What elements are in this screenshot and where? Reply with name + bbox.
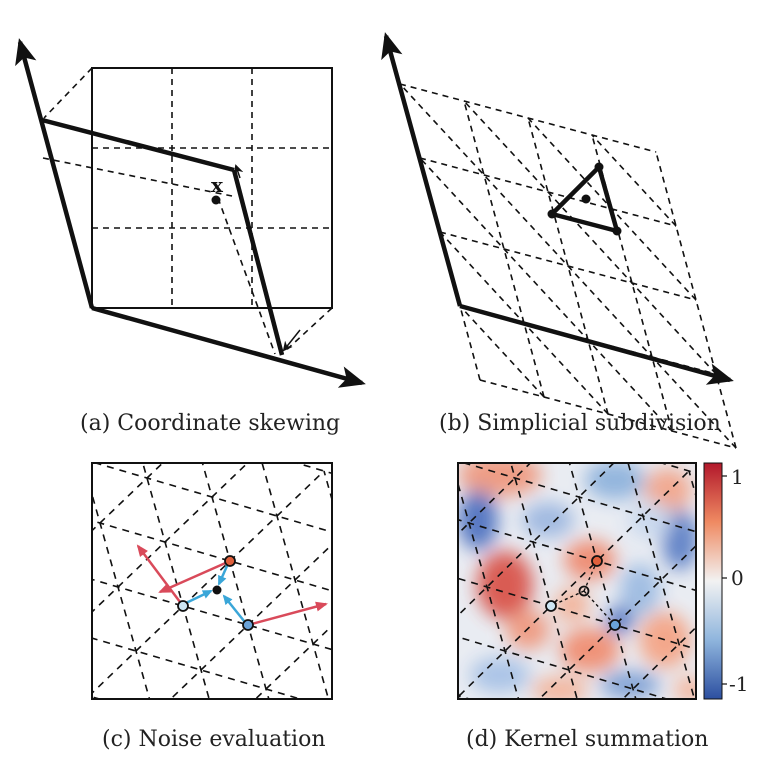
input-point — [211, 195, 221, 205]
colorbar-ticks — [722, 475, 727, 685]
gradient-arrow — [158, 559, 231, 594]
point-label-x: x — [211, 173, 224, 197]
grid-line — [389, 490, 425, 618]
axis-b-y-arrow — [381, 32, 463, 307]
grid-line — [463, 100, 717, 375]
grid-line — [463, 100, 545, 398]
panel-d: 1 0 -1 — [359, 462, 772, 741]
axis-b-x-arrow — [459, 303, 734, 385]
offset-arrow — [217, 565, 229, 586]
axis-x-arrow — [91, 305, 366, 388]
corner-arrow-top — [233, 164, 244, 179]
panel-a: x — [15, 38, 366, 388]
kernel-connectors — [550, 560, 616, 626]
caption-c: (c) Noise evaluation — [102, 727, 326, 752]
colorbar-tick-max: 1 — [731, 465, 744, 489]
simplex-vertex — [594, 162, 604, 172]
simplex-triangle — [547, 162, 621, 235]
vertex-marker — [224, 555, 236, 567]
grid-line — [655, 151, 737, 449]
gradient-arrow — [247, 601, 328, 627]
corner-arrow-bottom — [282, 329, 301, 352]
grid-line — [201, 463, 270, 699]
vertex-marker — [591, 555, 603, 567]
grid-line — [591, 134, 677, 227]
input-point — [578, 585, 590, 597]
grid-line — [459, 305, 545, 398]
grid-line — [399, 83, 737, 449]
panel-b — [381, 32, 737, 449]
panel-c — [0, 462, 425, 741]
grid-line — [0, 549, 42, 741]
grid-line — [458, 480, 520, 699]
gradient-vectors — [136, 544, 328, 627]
grid-line — [527, 117, 609, 415]
grid-line — [92, 491, 151, 699]
colorbar — [703, 462, 723, 700]
caption-d: (d) Kernel summation — [466, 727, 708, 752]
offset-arrow — [222, 594, 245, 622]
grid-line — [627, 463, 696, 699]
caption-a: (a) Coordinate skewing — [80, 411, 340, 436]
axis-y-arrow — [15, 38, 95, 309]
grid-line — [359, 549, 413, 741]
grid-line — [92, 463, 164, 532]
grid-line — [261, 463, 330, 699]
unit-square — [91, 67, 333, 309]
vertex-marker — [242, 619, 254, 631]
colorbar-tick-min: -1 — [729, 672, 748, 696]
colorbar-tick-zero: 0 — [731, 566, 744, 590]
caption-b: (b) Simplicial subdivision — [439, 411, 721, 436]
noise-field — [359, 463, 772, 741]
grid-line — [753, 490, 772, 618]
grid-line — [419, 157, 673, 432]
panel-d-frame — [457, 462, 697, 700]
vertex-marker — [609, 619, 621, 631]
offset-vectors — [185, 565, 245, 622]
simplex-vertex — [547, 209, 557, 219]
simplex-vertex — [612, 226, 622, 236]
grid-line — [568, 463, 637, 699]
offset-arrow — [185, 589, 213, 605]
vertex-marker — [177, 600, 189, 612]
input-point — [581, 194, 591, 204]
input-point — [212, 585, 222, 595]
gradient-arrow — [136, 544, 184, 607]
vertex-marker — [545, 600, 557, 612]
skewed-cell — [41, 117, 285, 356]
square-grid-lines — [42, 67, 333, 355]
